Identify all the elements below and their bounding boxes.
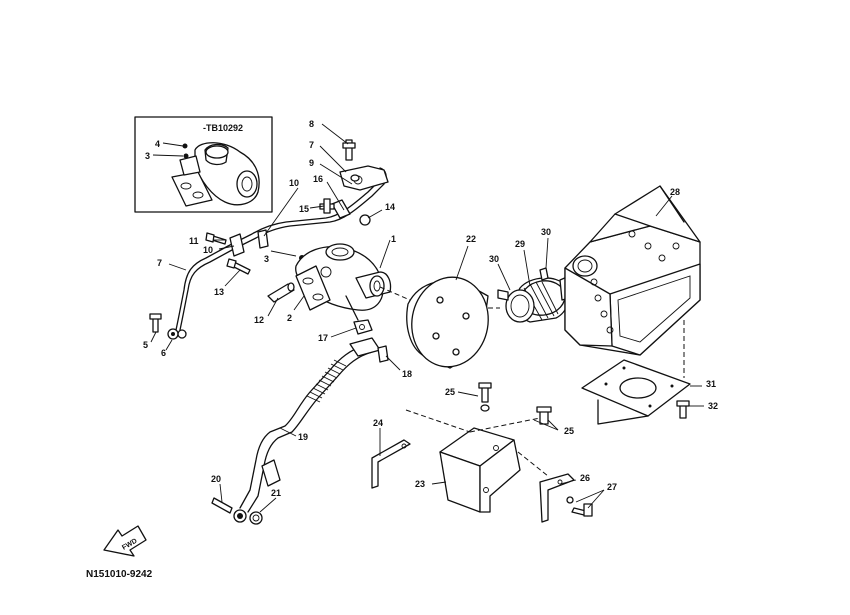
callout-12: 12 xyxy=(254,315,264,325)
callout-23: 23 xyxy=(415,479,425,489)
callout-8: 8 xyxy=(309,119,314,129)
callout-25-upper: 25 xyxy=(445,387,455,397)
leader-lines xyxy=(150,123,704,513)
callout-7-pipe: 7 xyxy=(157,258,162,268)
callout-9: 9 xyxy=(309,158,314,168)
inset-panel: -TB10292 4 3 xyxy=(134,116,273,213)
turbocharger xyxy=(295,243,392,335)
callout-15: 15 xyxy=(299,204,309,214)
callout-labels: 1 2 3 5 6 7 7 8 9 10 10 11 12 13 14 15 1… xyxy=(143,119,718,498)
callout-10-upper: 10 xyxy=(289,178,299,188)
callout-3-inset: 3 xyxy=(145,151,150,161)
callout-6: 6 xyxy=(161,348,166,358)
hose-joint xyxy=(488,267,577,323)
bracket-assembly xyxy=(371,382,593,523)
callout-24: 24 xyxy=(373,418,383,428)
callout-17: 17 xyxy=(318,333,328,343)
callout-4: 4 xyxy=(155,139,160,149)
callout-31: 31 xyxy=(706,379,716,389)
inset-code: -TB10292 xyxy=(203,123,243,133)
callout-28: 28 xyxy=(670,187,680,197)
callout-2: 2 xyxy=(287,313,292,323)
callout-30-upper: 30 xyxy=(541,227,551,237)
inset-turbocharger xyxy=(171,142,260,207)
callout-20: 20 xyxy=(211,474,221,484)
callout-10-lower: 10 xyxy=(203,245,213,255)
oil-drain-pipe xyxy=(211,337,389,525)
callout-32: 32 xyxy=(708,401,718,411)
callout-18: 18 xyxy=(402,369,412,379)
reference-code: N151010-9242 xyxy=(86,569,153,580)
small-bolts-left xyxy=(149,139,371,333)
callout-1: 1 xyxy=(391,234,396,244)
callout-22: 22 xyxy=(466,234,476,244)
callout-16: 16 xyxy=(313,174,323,184)
callout-3: 3 xyxy=(264,254,269,264)
callout-19: 19 xyxy=(298,432,308,442)
callout-21: 21 xyxy=(271,488,281,498)
callout-13: 13 xyxy=(214,287,224,297)
callout-26: 26 xyxy=(580,473,590,483)
callout-27: 27 xyxy=(607,482,617,492)
callout-11: 11 xyxy=(189,236,199,246)
fwd-arrow-icon: FWD xyxy=(103,525,147,557)
callout-29: 29 xyxy=(515,239,525,249)
callout-30-lower: 30 xyxy=(489,254,499,264)
callout-25-lower: 25 xyxy=(564,426,574,436)
flange-plate xyxy=(581,359,691,425)
callout-5: 5 xyxy=(143,340,148,350)
intake-airbox xyxy=(564,185,701,378)
callout-7-upper: 7 xyxy=(309,140,314,150)
silencer-drum xyxy=(379,276,489,369)
callout-14: 14 xyxy=(385,202,395,212)
